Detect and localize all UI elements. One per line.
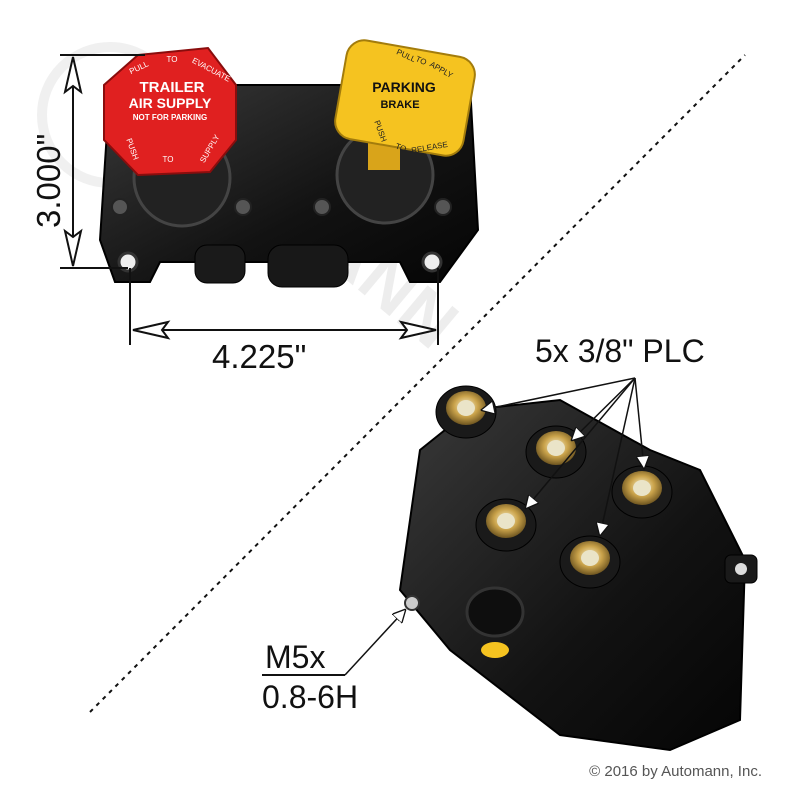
leader-line [482, 377, 636, 410]
leader-line [634, 377, 644, 468]
plc-port [475, 498, 537, 552]
mount-tab-hole [735, 563, 747, 575]
leader-line [526, 377, 636, 508]
red-knob-subtitle: NOT FOR PARKING [133, 113, 208, 122]
plc-port [559, 535, 621, 589]
red-knob-ring-top-mid: TO [167, 55, 178, 64]
screw-icon [434, 198, 452, 216]
red-knob-title-line1: TRAILER [140, 79, 205, 96]
yellow-knob-ring-bottom-mid: TO [394, 142, 407, 154]
ports-callout: 5x 3/8" PLC [482, 333, 705, 535]
width-arrowhead-right [398, 320, 437, 340]
lower-fitting-right [267, 244, 349, 288]
height-label: 3.000" [30, 134, 67, 228]
plc-port [611, 465, 673, 519]
height-dimension: 3.000" [30, 54, 145, 269]
bottom-valve [398, 385, 758, 752]
screw-icon [234, 198, 252, 216]
red-knob-ring-bottom-mid: TO [163, 155, 174, 164]
ports-callout-label: 5x 3/8" PLC [535, 333, 705, 369]
height-arrowhead-top [63, 56, 83, 95]
mount-hole-right [421, 251, 443, 273]
leader-line [572, 377, 636, 440]
red-knob: PULL TO EVACUATE TRAILER AIR SUPPLY NOT … [103, 46, 237, 177]
lower-fitting-left [194, 244, 246, 284]
thread-hole [404, 595, 420, 611]
leader-line [344, 610, 405, 676]
leader-line [600, 377, 636, 535]
thread-callout-line2: 0.8-6H [262, 679, 358, 715]
width-arrowhead-left [132, 320, 171, 340]
thread-callout-line1: M5x [265, 639, 325, 675]
top-valve: PULL TO EVACUATE TRAILER AIR SUPPLY NOT … [98, 39, 480, 288]
yellow-knob-body [334, 39, 476, 157]
yellow-knob-title-line2: BRAKE [380, 99, 419, 111]
copyright-notice: © 2016 by Automann, Inc. [589, 763, 762, 780]
screw-icon [313, 198, 331, 216]
screw-icon [111, 198, 129, 216]
side-port [465, 586, 525, 638]
yellow-stem-tip [481, 642, 509, 658]
thread-callout: M5x 0.8-6H [262, 610, 405, 715]
yellow-knob-ring-top-mid: TO [414, 54, 428, 67]
mount-hole-left [117, 251, 139, 273]
divider-line [89, 54, 746, 713]
plc-port [525, 425, 587, 479]
yellow-knob-title-line1: PARKING [372, 79, 436, 95]
plc-port [435, 385, 497, 439]
width-dimension: 4.225" [129, 268, 439, 375]
width-label: 4.225" [212, 338, 306, 375]
red-knob-title-line2: AIR SUPPLY [129, 95, 212, 111]
red-knob-body [103, 46, 237, 177]
yellow-knob: PULL TO APPLY PARKING BRAKE PUSH TO RELE… [334, 39, 476, 157]
height-arrowhead-bottom [63, 228, 83, 267]
